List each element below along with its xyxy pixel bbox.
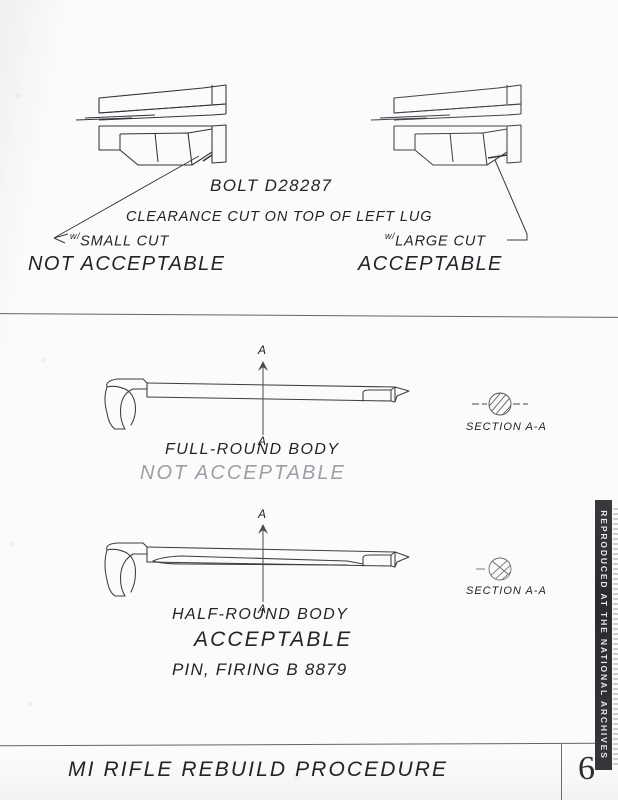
bolt-part-label: BOLT D28287	[210, 176, 333, 195]
full-round-section-line	[258, 361, 268, 435]
large-cut-callout: w/LARGE CUT	[385, 231, 486, 250]
firing-pin-panel: A A SECTION A-A FULL-ROUND BODY NOT ACCE…	[0, 315, 618, 735]
firing-pin-part-label: PIN, FIRING B 8879	[172, 660, 348, 679]
title-block-text: MI RIFLE REBUILD PROCEDURE	[68, 758, 449, 781]
full-round-cut-mark-bottom: A	[258, 434, 267, 448]
clearance-cut-note: CLEARANCE CUT ON TOP OF LEFT LUG	[126, 209, 433, 225]
bolt-large-cut-figure	[370, 84, 522, 166]
national-archives-stamp-text: REPRODUCED AT THE NATIONAL ARCHIVES	[598, 510, 609, 760]
half-round-verdict: ACCEPTABLE	[194, 628, 353, 651]
title-block: MI RIFLE REBUILD PROCEDURE 6	[0, 744, 618, 800]
page-number: 6	[578, 750, 595, 787]
archive-stamp-ghost-edge	[613, 505, 618, 765]
small-cut-callout: w/SMALL CUT	[70, 231, 169, 250]
full-round-cut-mark-top: A	[258, 343, 267, 357]
half-round-section-line	[258, 524, 268, 602]
bolt-small-cut-figure	[75, 84, 227, 166]
title-block-vertical-rule	[561, 744, 562, 800]
full-round-verdict: NOT ACCEPTABLE	[140, 462, 346, 484]
large-cut-verdict: ACCEPTABLE	[358, 253, 503, 275]
half-round-section-label: SECTION A-A	[466, 585, 547, 597]
half-round-cut-mark-top: A	[258, 507, 267, 521]
small-cut-verdict: NOT ACCEPTABLE	[28, 253, 226, 275]
half-round-cut-mark-bottom: A	[258, 602, 267, 616]
bolt-large-cut-leader	[494, 160, 528, 241]
large-cut-callout-label: LARGE CUT	[395, 233, 486, 250]
full-round-body-label: FULL-ROUND BODY	[165, 441, 340, 458]
half-round-section-symbol	[476, 557, 512, 581]
half-round-body-label: HALF-ROUND BODY	[172, 606, 349, 623]
bolt-panel: BOLT D28287 CLEARANCE CUT ON TOP OF LEFT…	[0, 0, 618, 315]
full-round-section-symbol	[472, 392, 528, 416]
bolt-small-cut-leader	[53, 155, 200, 244]
large-cut-callout-prefix: w/	[385, 231, 396, 241]
small-cut-callout-prefix: w/	[70, 231, 81, 241]
full-round-section-label: SECTION A-A	[466, 421, 547, 433]
full-round-pin-figure	[104, 378, 410, 430]
national-archives-stamp: REPRODUCED AT THE NATIONAL ARCHIVES	[595, 500, 612, 770]
half-round-pin-figure	[104, 542, 410, 597]
small-cut-callout-label: SMALL CUT	[80, 233, 170, 250]
